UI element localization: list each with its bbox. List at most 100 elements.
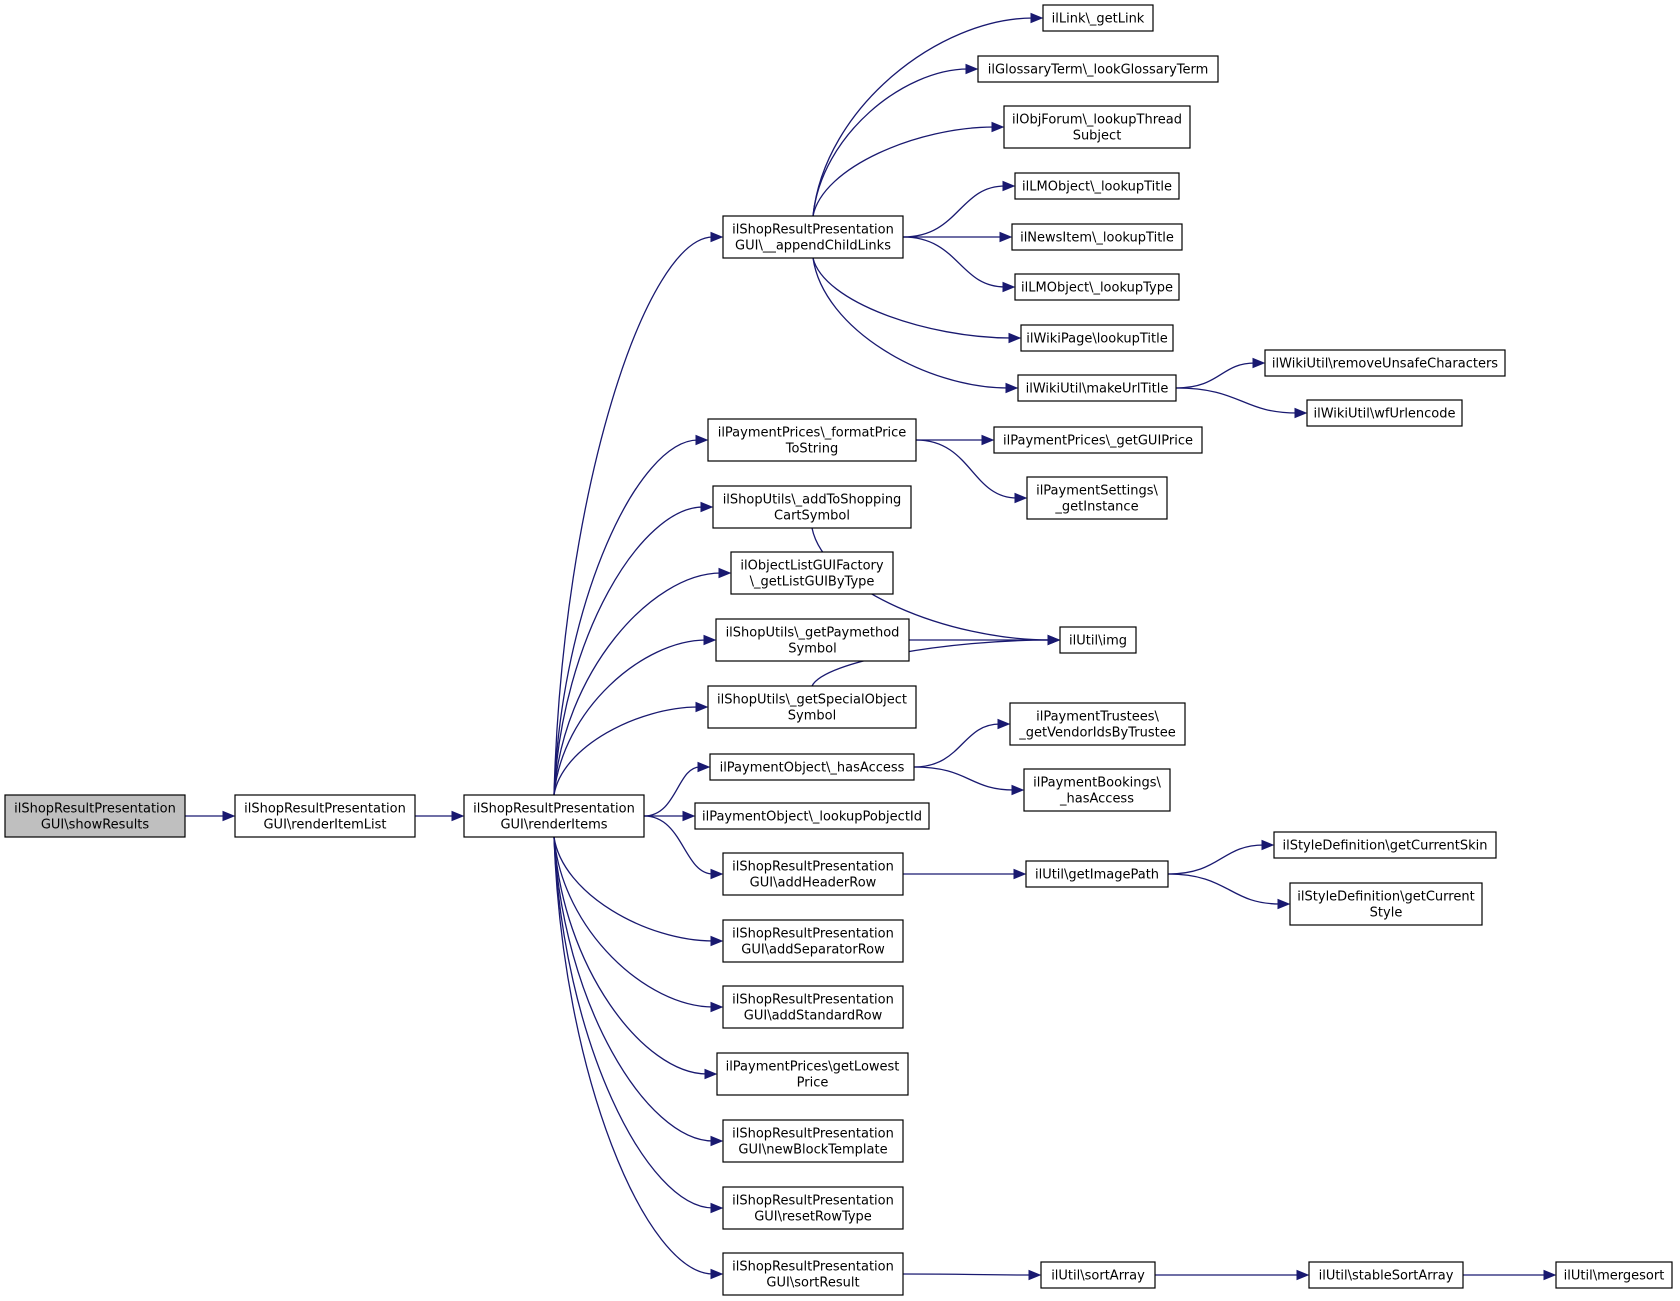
edge-arrowhead <box>718 567 732 579</box>
edge-appendChildLinks-to-getLink <box>812 12 1044 217</box>
node-getListGUI[interactable]: ilObjectListGUIFactory\_getListGUIByType <box>730 551 894 595</box>
edge-arrowhead <box>697 761 711 773</box>
node-getGUIPrice[interactable]: ilPaymentPrices\_getGUIPrice <box>993 426 1203 454</box>
edge-appendChildLinks-to-lmLookupTitle <box>902 180 1016 238</box>
node-label: Symbol <box>788 642 836 657</box>
node-label: ilShopResultPresentation <box>14 802 176 817</box>
node-box <box>1011 223 1183 251</box>
node-hasAccess[interactable]: ilPaymentObject\_hasAccess <box>709 753 915 781</box>
node-bookingsHasAccess[interactable]: ilPaymentBookings\_hasAccess <box>1023 768 1171 812</box>
node-removeUnsafe[interactable]: ilWikiUtil\removeUnsafeCharacters <box>1264 349 1506 377</box>
node-box <box>993 426 1203 454</box>
edge-arrowhead <box>710 1001 724 1013</box>
node-box <box>722 215 904 259</box>
edge-arrowhead <box>695 701 709 713</box>
node-box <box>1059 626 1137 654</box>
node-newBlockTemplate[interactable]: ilShopResultPresentationGUI\newBlockTemp… <box>722 1119 904 1163</box>
node-label: ilShopResultPresentation <box>732 1127 894 1142</box>
edge-arrowhead <box>1296 1269 1310 1281</box>
edge-line <box>553 639 707 796</box>
node-label: ilShopResultPresentation <box>732 223 894 238</box>
node-box <box>1020 324 1174 352</box>
node-box <box>1289 882 1483 926</box>
node-label: ilShopUtils\_getPaymethod <box>726 626 900 641</box>
node-paySettingsInstance[interactable]: ilPaymentSettings\_getInstance <box>1026 476 1168 520</box>
edge-arrowhead <box>1277 898 1291 910</box>
edge-line <box>913 723 1001 768</box>
edge-arrowhead <box>1011 784 1025 796</box>
node-lookupPobjectId[interactable]: ilPaymentObject\_lookupPobjectId <box>694 802 930 830</box>
node-box <box>1023 768 1171 812</box>
node-box <box>715 618 910 662</box>
node-label: Symbol <box>788 709 836 724</box>
node-label: ilShopResultPresentation <box>244 802 406 817</box>
node-vendorIds[interactable]: ilPaymentTrustees\_getVendorIdsByTrustee <box>1009 702 1186 746</box>
node-label: Style <box>1370 906 1403 921</box>
node-label: GUI\showResults <box>41 818 150 833</box>
edge-renderItems-to-getSpecial <box>553 701 709 796</box>
edge-appendChildLinks-to-lookupThreadSubject <box>812 121 1005 217</box>
node-addStandardRow[interactable]: ilShopResultPresentationGUI\addStandardR… <box>722 985 904 1029</box>
node-currentSkin[interactable]: ilStyleDefinition\getCurrentSkin <box>1273 831 1497 859</box>
node-stableSortArray[interactable]: ilUtil\stableSortArray <box>1308 1261 1464 1289</box>
node-lmLookupType[interactable]: ilLMObject\_lookupType <box>1014 273 1180 301</box>
node-label: ilShopUtils\_addToShopping <box>723 493 902 508</box>
node-label: CartSymbol <box>774 509 850 524</box>
node-label: ToString <box>785 442 838 457</box>
node-renderItemList[interactable]: ilShopResultPresentationGUI\renderItemLi… <box>234 794 416 838</box>
node-box <box>722 1119 904 1163</box>
node-utilImg[interactable]: ilUtil\img <box>1059 626 1137 654</box>
node-box <box>694 802 930 830</box>
node-label: ilUtil\stableSortArray <box>1319 1269 1454 1284</box>
node-lookGlossaryTerm[interactable]: ilGlossaryTerm\_lookGlossaryTerm <box>977 55 1219 83</box>
node-getImagePath[interactable]: ilUtil\getImagePath <box>1025 860 1169 888</box>
node-label: ilPaymentObject\_hasAccess <box>720 761 905 776</box>
node-label: ilUtil\img <box>1069 634 1127 649</box>
edge-renderItems-to-sortResult <box>553 836 724 1280</box>
edge-appendChildLinks-to-wikiLookupTitle <box>812 257 1022 344</box>
node-label: _getVendorIdsByTrustee <box>1018 726 1175 741</box>
node-box <box>1026 476 1168 520</box>
node-wfUrlencode[interactable]: ilWikiUtil\wfUrlencode <box>1306 399 1463 427</box>
node-getLink[interactable]: ilLink\_getLink <box>1042 4 1154 32</box>
edge-arrowhead <box>1294 407 1308 419</box>
edge-line <box>1167 844 1265 875</box>
node-label: ilObjectListGUIFactory <box>740 559 884 574</box>
node-sortArray[interactable]: ilUtil\sortArray <box>1040 1261 1156 1289</box>
node-label: GUI\resetRowType <box>754 1210 872 1225</box>
node-newsLookupTitle[interactable]: ilNewsItem\_lookupTitle <box>1011 223 1183 251</box>
edge-arrowhead <box>710 1268 724 1280</box>
node-mergesort[interactable]: ilUtil\mergesort <box>1555 1261 1673 1289</box>
node-box <box>1306 399 1463 427</box>
node-label: ilPaymentObject\_lookupPobjectId <box>702 810 922 825</box>
node-lmLookupTitle[interactable]: ilLMObject\_lookupTitle <box>1014 172 1180 200</box>
node-wikiLookupTitle[interactable]: ilWikiPage\lookupTitle <box>1020 324 1174 352</box>
node-label: ilLMObject\_lookupType <box>1021 281 1173 296</box>
node-box <box>716 1052 909 1096</box>
edge-line <box>553 836 714 1209</box>
node-appendChildLinks[interactable]: ilShopResultPresentationGUI\__appendChil… <box>722 215 904 259</box>
edge-renderItems-to-formatPrice <box>553 434 709 796</box>
graph-nodes: ilShopResultPresentationGUI\showResultsi… <box>4 4 1673 1296</box>
node-addSeparatorRow[interactable]: ilShopResultPresentationGUI\addSeparator… <box>722 919 904 963</box>
node-label: ilPaymentTrustees\ <box>1036 710 1159 725</box>
node-makeUrlTitle[interactable]: ilWikiUtil\makeUrlTitle <box>1017 374 1177 402</box>
node-box <box>1014 172 1180 200</box>
edge-arrowhead <box>1002 180 1016 192</box>
node-box <box>234 794 416 838</box>
edge-arrowhead <box>710 231 724 243</box>
edge-renderItems-to-appendChildLinks <box>553 231 724 796</box>
